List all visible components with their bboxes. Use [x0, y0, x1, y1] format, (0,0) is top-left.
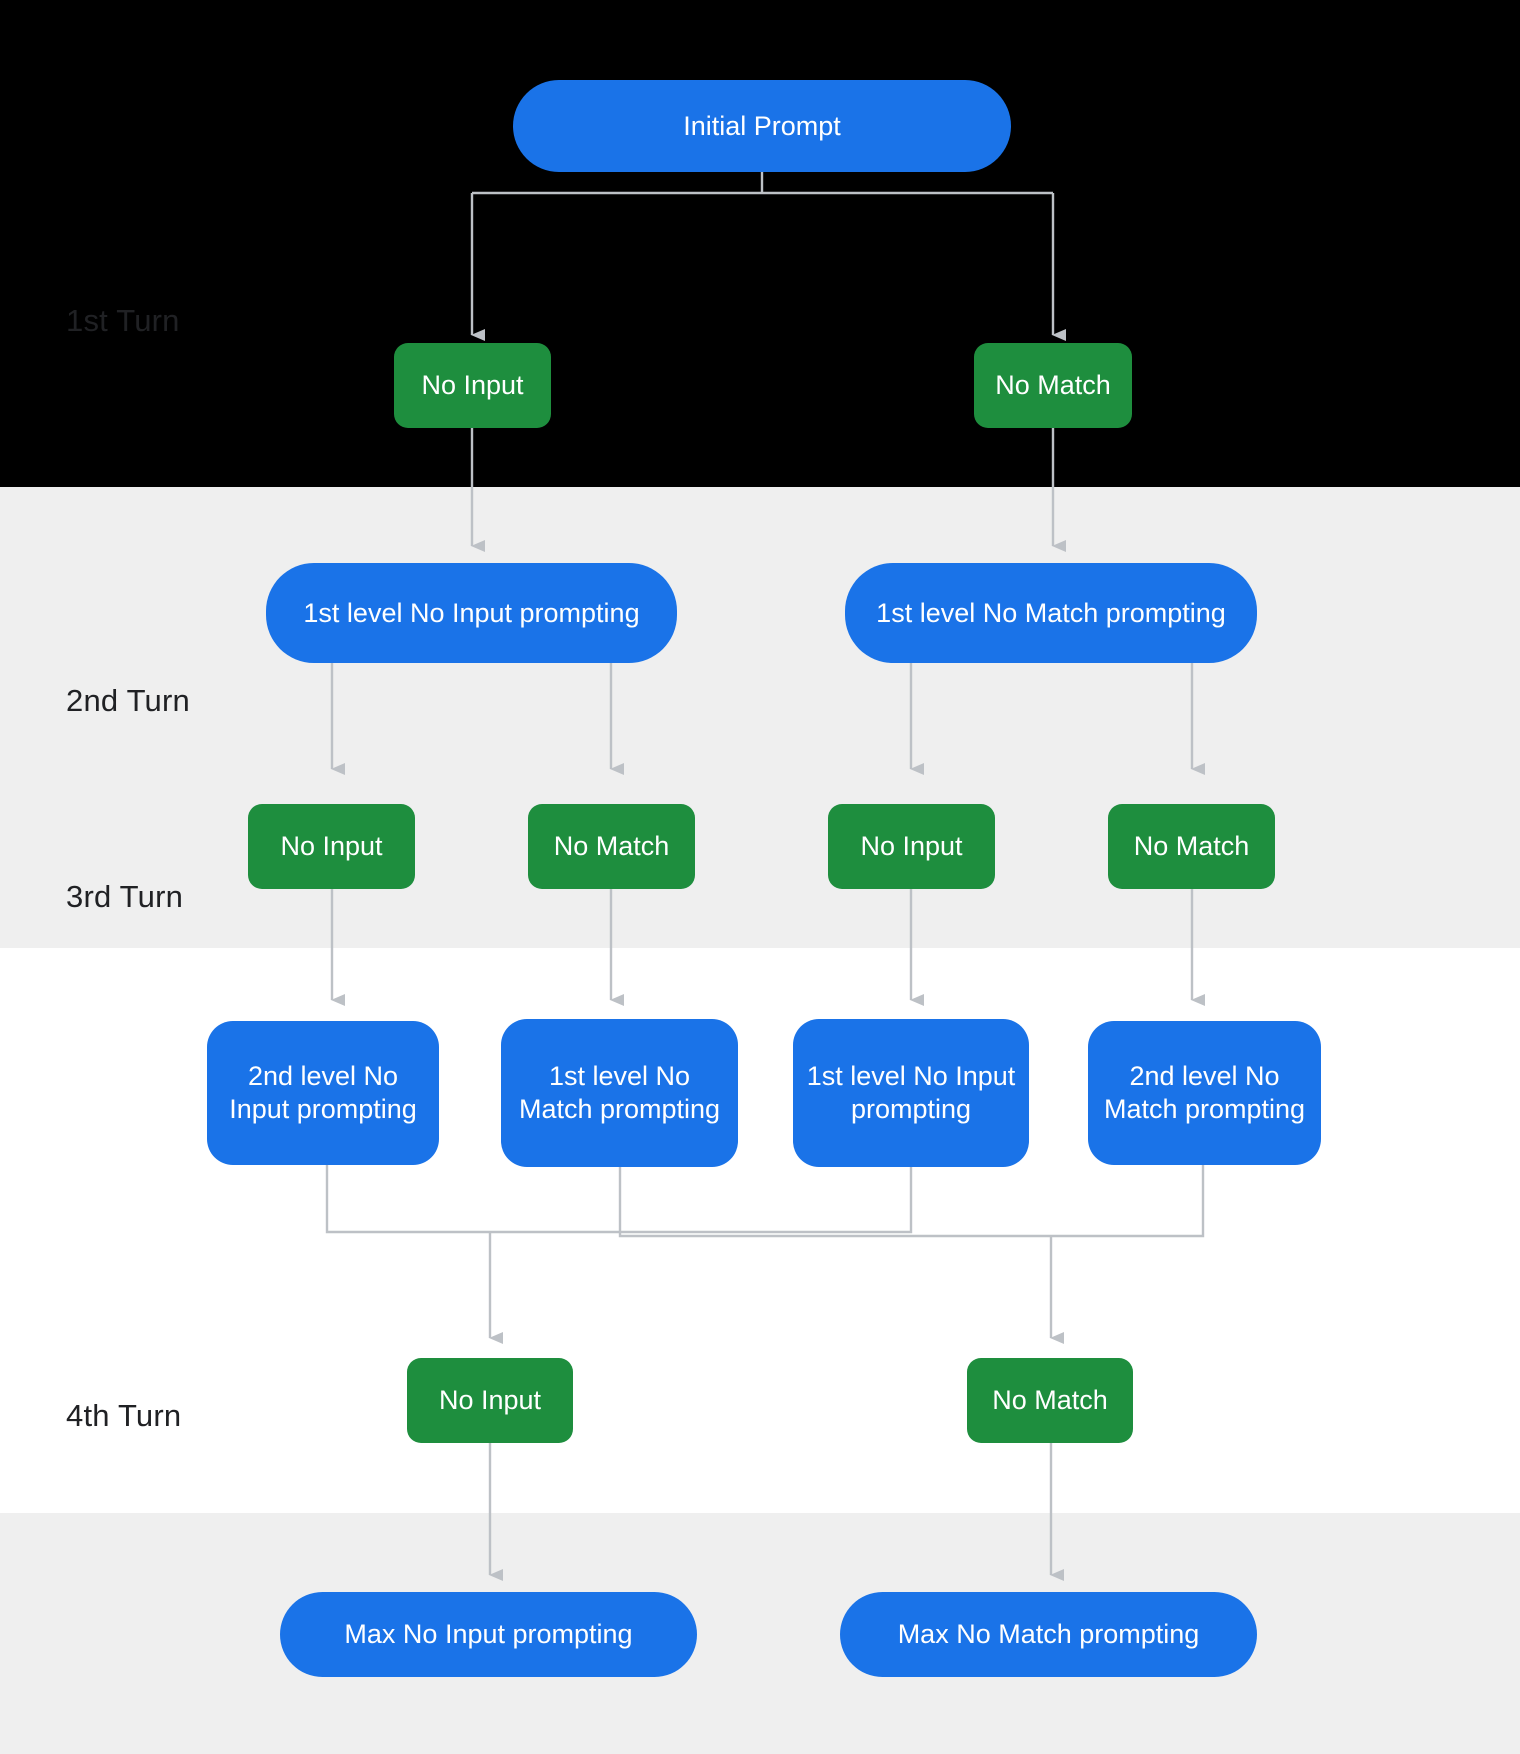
turn-label-4th: 4th Turn: [66, 1398, 182, 1433]
node-1st-level-no-input-prompting-3rd[interactable]: 1st level No Input prompting: [793, 1019, 1029, 1167]
node-2nd-turn-no-input-left[interactable]: No Input: [248, 804, 415, 889]
node-3rd-turn-no-match[interactable]: No Match: [967, 1358, 1133, 1443]
node-2nd-turn-no-match-right[interactable]: No Match: [1108, 804, 1275, 889]
node-1st-turn-no-input[interactable]: No Input: [394, 343, 551, 428]
node-initial-prompt[interactable]: Initial Prompt: [513, 80, 1011, 172]
band-1st-turn: [0, 0, 1520, 487]
turn-label-2nd: 2nd Turn: [66, 683, 190, 718]
node-2nd-level-no-input-prompting[interactable]: 2nd level No Input prompting: [207, 1021, 439, 1165]
turn-label-3rd: 3rd Turn: [66, 879, 184, 914]
node-3rd-turn-no-input[interactable]: No Input: [407, 1358, 573, 1443]
node-2nd-turn-no-match-left[interactable]: No Match: [528, 804, 695, 889]
node-1st-turn-no-match[interactable]: No Match: [974, 343, 1132, 428]
node-max-no-input-prompting[interactable]: Max No Input prompting: [280, 1592, 697, 1677]
node-1st-level-no-match-prompting-3rd[interactable]: 1st level No Match prompting: [501, 1019, 738, 1167]
node-1st-level-no-input-prompting[interactable]: 1st level No Input prompting: [266, 563, 677, 663]
node-1st-level-no-match-prompting[interactable]: 1st level No Match prompting: [845, 563, 1257, 663]
node-2nd-turn-no-input-right[interactable]: No Input: [828, 804, 995, 889]
node-max-no-match-prompting[interactable]: Max No Match prompting: [840, 1592, 1257, 1677]
turn-label-1st: 1st Turn: [66, 303, 180, 338]
band-4th-turn: [0, 1513, 1520, 1754]
node-2nd-level-no-match-prompting[interactable]: 2nd level No Match prompting: [1088, 1021, 1321, 1165]
band-2nd-turn: [0, 487, 1520, 948]
